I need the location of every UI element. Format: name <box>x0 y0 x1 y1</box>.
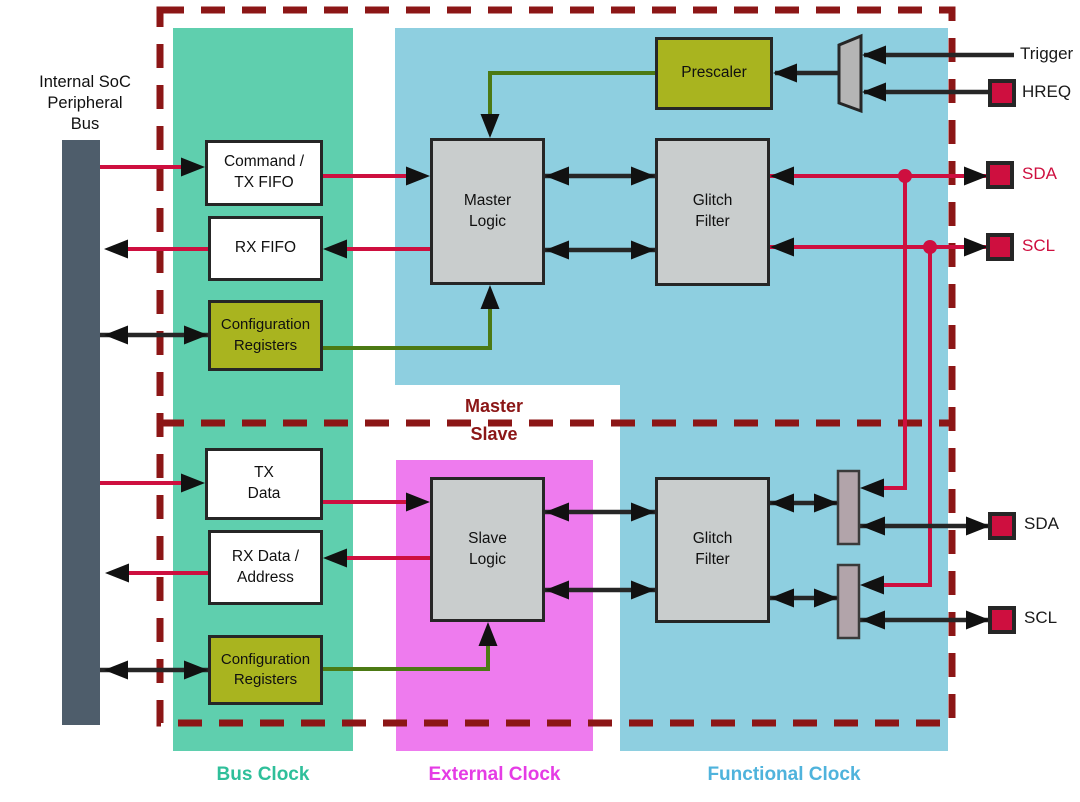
hreq-port-label: HREQ <box>1022 82 1072 101</box>
rx-fifo-block: RX FIFO <box>208 216 323 281</box>
sda-master-pad <box>986 161 1014 189</box>
slave-logic-block: Slave Logic <box>430 477 545 622</box>
config-wires <box>323 71 655 671</box>
rx-data-address-block: RX Data / Address <box>208 530 323 605</box>
slave-section-label: Slave <box>470 424 518 444</box>
glitch-filter-slave-block: Glitch Filter <box>655 477 770 623</box>
scl-master-pad <box>986 233 1014 261</box>
sda-slave-port-label: SDA <box>1024 514 1059 533</box>
tx-data-block: TX Data <box>205 448 323 520</box>
command-tx-fifo-block: Command / TX FIFO <box>205 140 323 206</box>
glitch-filter-master-block: Glitch Filter <box>655 138 770 286</box>
configuration-registers-slave-block: Configuration Registers <box>208 635 323 705</box>
sda-pin-mux <box>836 469 861 546</box>
dashed-boundary <box>156 6 956 727</box>
scl-slave-pad <box>988 606 1016 634</box>
sda-master-port-label: SDA <box>1022 164 1057 183</box>
master-section-label: Master <box>464 396 524 416</box>
functional-clock-label: Functional Clock <box>707 764 861 785</box>
arrowheads <box>104 45 990 680</box>
trigger-mux <box>837 33 863 114</box>
scl-master-port-label: SCL <box>1022 236 1056 255</box>
soc-bus-label: Internal SoC Peripheral Bus <box>39 73 131 134</box>
scl-pin-mux <box>836 563 861 640</box>
master-logic-block: Master Logic <box>430 138 545 285</box>
bus-clock-label: Bus Clock <box>216 764 310 785</box>
crimson-wires <box>100 165 986 587</box>
trigger-port-label: Trigger <box>1020 44 1074 63</box>
sda-slave-pad <box>988 512 1016 540</box>
soc-peripheral-bus-bar <box>62 140 100 725</box>
configuration-registers-master-block: Configuration Registers <box>208 300 323 371</box>
wire-junction-dots <box>898 169 937 254</box>
scl-slave-port-label: SCL <box>1024 608 1058 627</box>
prescaler-block: Prescaler <box>655 37 773 110</box>
external-clock-label: External Clock <box>428 764 561 785</box>
hreq-pad <box>988 79 1016 107</box>
